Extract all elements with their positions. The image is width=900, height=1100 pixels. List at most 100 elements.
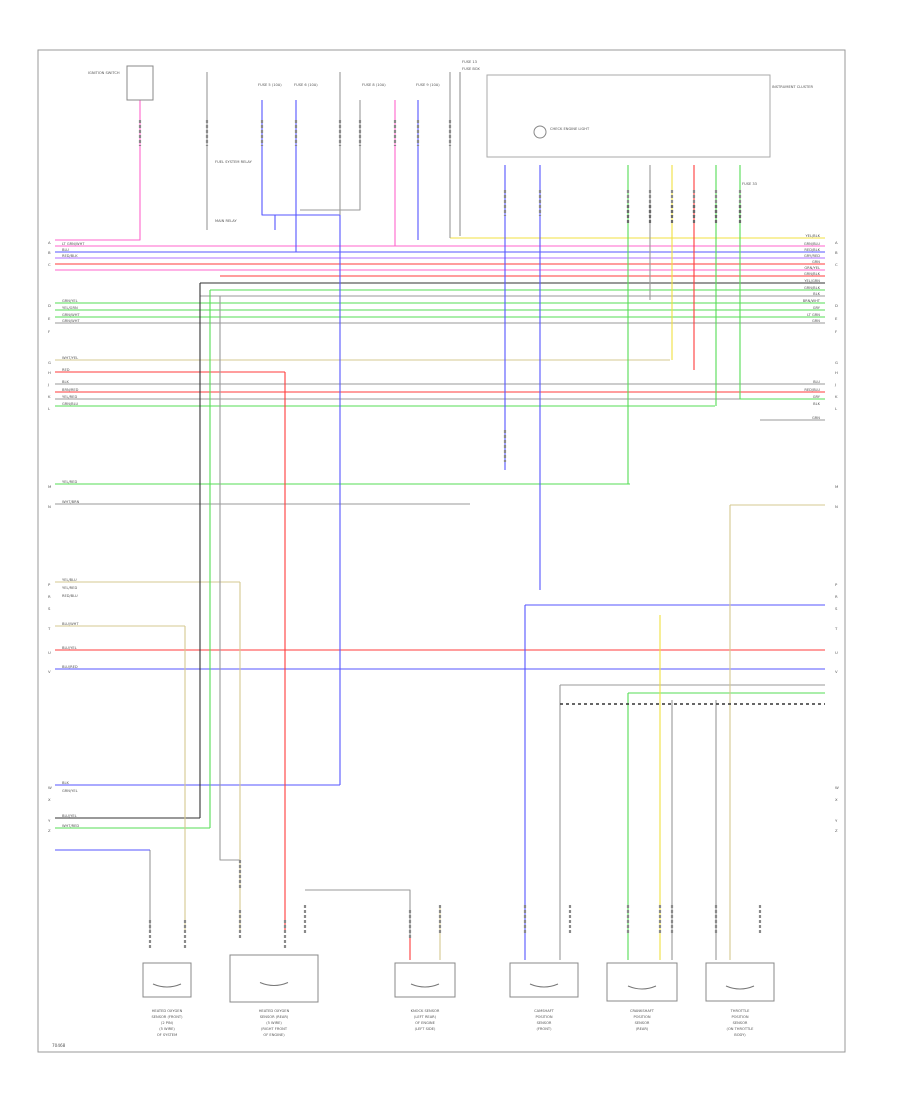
pin-number: S <box>48 606 51 611</box>
left-wire-label: RED/BLU <box>62 594 78 598</box>
right-wire-label: YEL/BLK <box>805 234 820 238</box>
knock-shield-wire <box>305 889 411 935</box>
pin-number: E <box>48 316 51 321</box>
cam_sensor-label: SENSOR <box>537 1021 552 1025</box>
o2_front-box <box>142 962 192 998</box>
instrument-cluster-box <box>486 74 771 158</box>
o2_front-label: SENSOR (FRONT) <box>151 1015 183 1019</box>
ignition-switch-label: IGNITION SWITCH <box>88 71 120 75</box>
pin-number: R <box>48 594 51 599</box>
relay-label: MAIN RELAY <box>215 219 237 223</box>
right-wire-label: GRY <box>813 306 821 310</box>
cam_sensor-box <box>509 962 579 998</box>
left-wire-label: RED/BLK <box>62 254 78 258</box>
pin-number: Z <box>835 828 838 833</box>
fuse-box-label: FUSE BOX <box>462 67 480 71</box>
pin-number: A <box>48 240 51 245</box>
left-wire-label: YEL/GRN <box>62 306 78 310</box>
throttle_sensor-box <box>705 962 775 1002</box>
pin-number: H <box>835 370 838 375</box>
knock_sensor-label: KNOCK SENSOR <box>411 1009 440 1013</box>
left-wire-label: RED <box>62 368 70 372</box>
fuse-label: FUSE 33 <box>742 182 757 186</box>
right-wire-label: LT GRN <box>807 313 820 317</box>
pin-number: M <box>835 484 838 489</box>
o2_front-label: (2 PIN) <box>161 1021 174 1025</box>
feed-wire <box>219 296 240 861</box>
pin-number: Y <box>835 818 838 823</box>
right-wire-label: GRY/RED <box>804 254 820 258</box>
left-wire-label: BLU/YEL <box>62 814 77 818</box>
knock_sensor-label: (LEFT REAR) <box>414 1015 437 1019</box>
pin-number: F <box>835 329 837 334</box>
left-wire-label: GRN/WHT <box>62 313 80 317</box>
fuse-label: FUSE 9 (10A) <box>416 83 440 87</box>
pin-number: C <box>835 262 838 267</box>
cam_sensor-label: CAMSHAFT <box>534 1009 555 1013</box>
right-wire-label: YEL/GRN <box>804 279 820 283</box>
knock_sensor-box <box>394 962 456 998</box>
o2_rear-label: (RIGHT FRONT <box>261 1027 288 1031</box>
knock_sensor-label: (LEFT SIDE) <box>415 1027 436 1031</box>
right-wire-label: GRN <box>812 260 820 264</box>
crank_sensor-icon <box>627 985 657 990</box>
crank_sensor-label: CRANKSHAFT <box>630 1009 655 1013</box>
cam_sensor-label: (FRONT) <box>536 1027 552 1031</box>
left-wire-label: GRN/BLU <box>62 402 78 406</box>
cluster-wire <box>739 165 825 400</box>
right-wire-label: RED/BLK <box>804 248 820 252</box>
cam_sensor-icon <box>529 983 559 988</box>
pin-number: P <box>835 582 838 587</box>
right-wire-label: BRN/WHT <box>803 299 821 303</box>
throttle_sensor-label: BODY) <box>734 1033 746 1037</box>
o2_front-icon <box>152 983 182 988</box>
knock_sensor-label: OF ENGINE <box>415 1021 436 1025</box>
left-wire-label: BLK <box>62 781 69 785</box>
pin-number: P <box>48 582 51 587</box>
o2_front-label: OF SYSTEM <box>157 1033 177 1037</box>
left-wire-label: YEL/BLU <box>62 578 77 582</box>
fuse-5-wire <box>261 100 276 230</box>
pin-number: T <box>47 626 51 631</box>
pin-number: W <box>835 785 839 790</box>
pin-number: V <box>48 669 51 674</box>
right-wire-label: GRN/BLK <box>804 272 821 276</box>
pin-number: E <box>835 316 838 321</box>
left-wire-label: BLU/WHT <box>62 622 79 626</box>
pin-number: H <box>48 370 51 375</box>
fuse-label: FUSE 5 (10A) <box>258 83 282 87</box>
pin-number: U <box>48 650 51 655</box>
pin-number: X <box>835 797 838 802</box>
wire-layer <box>55 72 825 960</box>
left-wire-label: BRN/RED <box>62 388 79 392</box>
o2_rear-label: OF ENGINE) <box>263 1033 285 1037</box>
pin-number: T <box>834 626 838 631</box>
fuse-6-wire <box>55 100 297 253</box>
pin-number: L <box>48 406 51 411</box>
left-wire-label: LT GRN/WHT <box>62 242 85 246</box>
o2_rear-label: HEATED OXYGEN <box>259 1009 290 1013</box>
pin-number: A <box>835 240 838 245</box>
crank_sensor-box <box>606 962 678 1002</box>
pin-number: U <box>835 650 838 655</box>
fuse-label: FUSE 8 (10A) <box>362 83 386 87</box>
right-wire-label: GRN/BLK <box>804 286 821 290</box>
left-wire-label: GRN/WHT <box>62 319 80 323</box>
right-wire-label: BLU <box>813 380 820 384</box>
pin-number: Z <box>48 828 51 833</box>
check-engine-light-icon <box>533 125 547 139</box>
pin-number: W <box>48 785 52 790</box>
pin-number: D <box>48 303 51 308</box>
pin-number: M <box>48 484 51 489</box>
right-wire-label: GRY <box>813 395 821 399</box>
left-wire-label: YEL/RED <box>62 586 77 590</box>
throttle_sensor-label: THROTTLE <box>730 1009 751 1013</box>
right-wire-label: BLK <box>813 402 820 406</box>
pin-number: J <box>47 382 49 387</box>
right-wire-label: GRN <box>812 416 820 420</box>
left-wire-label: BLK <box>62 380 69 384</box>
crank_sensor-label: (REAR) <box>636 1027 649 1031</box>
o2_front-label: (5 WIRE) <box>159 1027 175 1031</box>
right-wire-label: GRN/YEL <box>804 266 820 270</box>
